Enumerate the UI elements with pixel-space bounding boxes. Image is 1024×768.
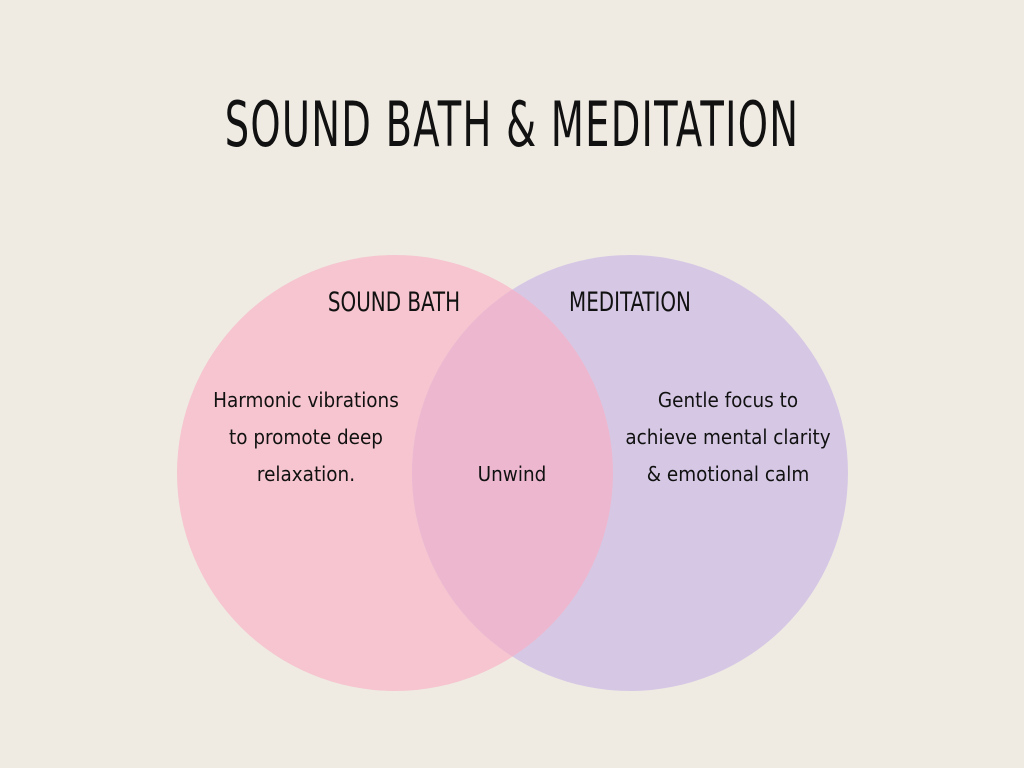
left-set-title: SOUND BATH: [327, 287, 461, 318]
right-description-line: Gentle focus to: [657, 388, 799, 412]
right-set-title: MEDITATION: [569, 287, 691, 318]
right-description: Gentle focus to achieve mental clarity &…: [608, 382, 847, 493]
left-description-line: Harmonic vibrations: [213, 388, 399, 412]
left-description: Harmonic vibrations to promote deep rela…: [186, 382, 425, 493]
page-title: SOUND BATH & MEDITATION: [224, 88, 800, 161]
left-description-line: to promote deep: [229, 425, 383, 449]
overlap-label: Unwind: [477, 462, 547, 486]
overlap-region: [412, 255, 613, 691]
left-description-line: relaxation.: [256, 462, 356, 486]
right-description-line: achieve mental clarity: [625, 425, 831, 449]
right-description-line: & emotional calm: [646, 462, 810, 486]
